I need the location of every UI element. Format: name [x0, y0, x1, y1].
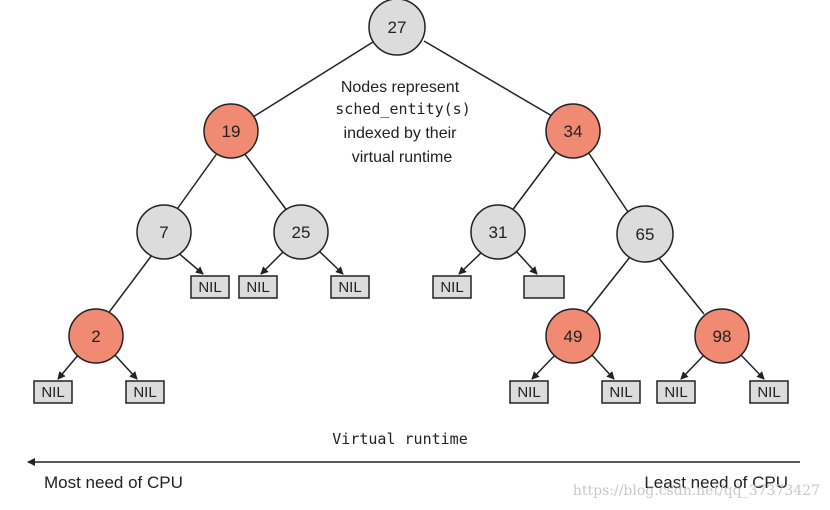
node-49: 49 — [545, 308, 601, 364]
edge-34-65 — [587, 151, 629, 213]
nil-leaf: NIL — [125, 380, 165, 404]
nil-box — [125, 380, 165, 404]
edge-49-nil-left — [531, 353, 557, 380]
empty-leaf — [523, 275, 565, 299]
nil-leaf: NIL — [601, 380, 641, 404]
node-27: 27 — [368, 0, 426, 56]
node-7: 7 — [136, 204, 192, 260]
node-27-circle — [368, 0, 426, 56]
node-31-circle — [470, 204, 526, 260]
axis-title: Virtual runtime — [332, 430, 467, 448]
node-31-label: 31 — [489, 223, 508, 242]
nil-label: NIL — [198, 279, 221, 296]
node-2-circle — [68, 308, 124, 364]
nil-label: NIL — [246, 279, 269, 296]
nil-label: NIL — [609, 384, 632, 401]
nil-box — [432, 275, 472, 299]
node-49-label: 49 — [564, 327, 583, 346]
edge-98-nil-right — [739, 353, 765, 380]
axis-right-label: Least need of CPU — [644, 473, 788, 492]
edge-2-nil-left — [57, 353, 80, 380]
edge-7-2 — [106, 254, 153, 316]
empty-box — [523, 275, 565, 299]
note-line-1: Nodes represent — [341, 79, 460, 96]
edge-2-nil-right — [113, 353, 138, 380]
nil-box — [330, 275, 370, 299]
node-34-circle — [545, 103, 601, 159]
node-34: 34 — [545, 103, 601, 159]
nil-box — [238, 275, 278, 299]
edge-34-31 — [510, 151, 557, 213]
watermark-text: https://blog.csdn.net/qq_37373427 — [573, 483, 820, 499]
node-65-label: 65 — [636, 225, 655, 244]
nil-box — [601, 380, 641, 404]
nil-leaf: NIL — [432, 275, 472, 299]
node-19: 19 — [203, 103, 259, 159]
nil-leaf: NIL — [330, 275, 370, 299]
node-19-circle — [203, 103, 259, 159]
node-49-circle — [545, 308, 601, 364]
nil-label: NIL — [440, 279, 463, 296]
node-19-label: 19 — [222, 122, 241, 141]
edge-49-nil-right — [590, 353, 615, 380]
note-line-2: sched_entity(s) — [335, 100, 470, 118]
node-31: 31 — [470, 204, 526, 260]
node-7-label: 7 — [159, 223, 168, 242]
nil-box — [749, 380, 789, 404]
runtime-axis: Virtual runtime Most need of CPU Least n… — [27, 430, 800, 492]
edge-31-empty-right — [515, 250, 538, 275]
nil-label: NIL — [133, 384, 156, 401]
edge-25-nil-right — [318, 250, 344, 275]
nil-box — [656, 380, 696, 404]
node-25-circle — [273, 204, 329, 260]
nil-leaf: NIL — [33, 380, 73, 404]
nil-leaf: NIL — [238, 275, 278, 299]
axis-left-label: Most need of CPU — [44, 473, 183, 492]
nil-leaf: NIL — [656, 380, 696, 404]
edges — [106, 40, 705, 316]
node-34-label: 34 — [564, 122, 583, 141]
nil-box — [509, 380, 549, 404]
note-line-3: indexed by their — [344, 125, 458, 142]
leaf-edges — [57, 250, 765, 380]
nil-label: NIL — [41, 384, 64, 401]
note-line-4: virtual runtime — [352, 149, 453, 166]
nil-leaf: NIL — [190, 275, 230, 299]
nil-box — [33, 380, 73, 404]
node-65: 65 — [616, 205, 674, 263]
nil-label: NIL — [664, 384, 687, 401]
nil-box — [190, 275, 230, 299]
nil-leaf: NIL — [749, 380, 789, 404]
edge-19-25 — [243, 152, 289, 213]
node-7-circle — [136, 204, 192, 260]
node-2-label: 2 — [91, 327, 100, 346]
nil-label: NIL — [757, 384, 780, 401]
nil-label: NIL — [338, 279, 361, 296]
edge-31-nil-left — [458, 250, 484, 275]
node-65-circle — [616, 205, 674, 263]
node-98-circle — [694, 308, 750, 364]
node-25: 25 — [273, 204, 329, 260]
edge-19-7 — [174, 151, 219, 213]
edge-25-nil-left — [260, 250, 285, 275]
edge-27-34 — [423, 40, 553, 117]
nil-label: NIL — [517, 384, 540, 401]
edge-65-98 — [657, 256, 705, 315]
edge-98-nil-left — [680, 353, 706, 380]
node-98-label: 98 — [713, 327, 732, 346]
node-2: 2 — [68, 308, 124, 364]
node-27-label: 27 — [388, 18, 407, 37]
edge-65-49 — [584, 256, 631, 315]
nil-leaf: NIL — [509, 380, 549, 404]
tree-note: Nodes represent sched_entity(s) indexed … — [335, 79, 470, 166]
node-98: 98 — [694, 308, 750, 364]
edge-7-nil — [175, 250, 204, 275]
node-25-label: 25 — [292, 223, 311, 242]
edge-27-19 — [252, 41, 374, 118]
